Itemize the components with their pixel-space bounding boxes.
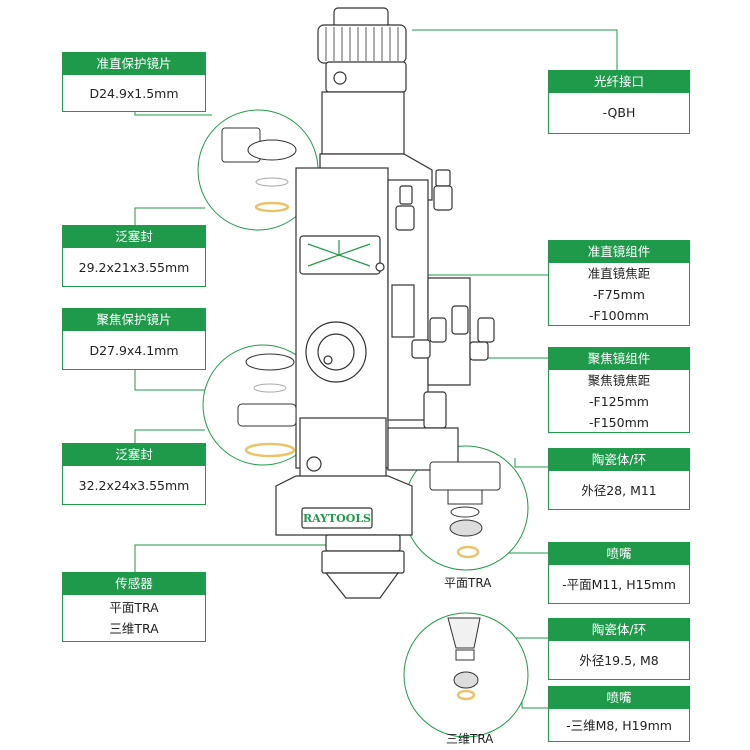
- callout-title: 泛塞封: [63, 444, 205, 466]
- fiber-tube: [321, 91, 405, 155]
- callout-line: D27.9x4.1mm: [89, 343, 179, 358]
- exploded-parts-3d-nozzle: [447, 617, 481, 701]
- leader-seal-top: [134, 207, 205, 225]
- air-fittings-mid: [411, 305, 495, 361]
- lock-knob: [306, 456, 322, 472]
- air-fittings-top: [395, 169, 453, 231]
- caption-flat-tra: 平面TRA: [444, 576, 492, 590]
- brand-label: RAYTOOLS: [303, 512, 371, 525]
- callout-line: -F100mm: [589, 308, 649, 323]
- callout-collimator-assembly: 准直镜组件 准直镜焦距 -F75mm -F100mm: [548, 240, 690, 326]
- leader-sensor: [134, 544, 343, 572]
- callout-ceramic-ring-2d: 陶瓷体/环 外径28, M11: [548, 448, 690, 510]
- focus-dial-hub: [323, 355, 333, 365]
- callout-nozzle-2d: 喷嘴 -平面M11, H15mm: [548, 542, 690, 604]
- callout-title: 聚焦镜组件: [549, 348, 689, 370]
- callout-line: 平面TRA: [109, 600, 159, 615]
- caption-3d-tra: 三维TRA: [446, 732, 494, 746]
- callout-line: 29.2x21x3.55mm: [78, 260, 190, 275]
- callout-title: 喷嘴: [549, 543, 689, 565]
- fiber-lock-knob: [333, 71, 347, 85]
- callout-title: 喷嘴: [549, 687, 689, 709]
- callout-ceramic-ring-3d: 陶瓷体/环 外径19.5, M8: [548, 618, 690, 680]
- fiber-knurl-ring: [317, 24, 407, 64]
- callout-line: -QBH: [602, 105, 636, 120]
- label-plate: [391, 284, 415, 338]
- leader-fiber: [412, 29, 618, 72]
- callout-sensor: 传感器 平面TRA 三维TRA: [62, 572, 206, 642]
- callout-focus-assembly: 聚焦镜组件 聚焦镜焦距 -F125mm -F150mm: [548, 347, 690, 433]
- callout-seal-top: 泛塞封 29.2x21x3.55mm: [62, 225, 206, 287]
- callout-line: 外径28, M11: [581, 483, 657, 498]
- nozzle-body: [321, 550, 405, 574]
- knurl-lines: [325, 27, 399, 61]
- exploded-parts-collimator: [221, 127, 297, 213]
- callout-title: 光纤接口: [549, 71, 689, 93]
- brand-plate: [301, 507, 373, 529]
- callout-line: 三维TRA: [109, 621, 159, 636]
- callout-line: -F75mm: [593, 287, 645, 302]
- adjust-screw: [375, 262, 385, 272]
- callout-line: 准直镜焦距: [587, 266, 651, 281]
- nozzle-tip: [324, 572, 400, 599]
- callout-line: -三维M8, H19mm: [566, 718, 672, 733]
- callout-line: 外径19.5, M8: [579, 653, 659, 668]
- callout-focus-protective-lens: 聚焦保护镜片 D27.9x4.1mm: [62, 308, 206, 370]
- laser-head-body: [275, 7, 495, 599]
- callout-line: -F150mm: [589, 415, 649, 430]
- callout-line: D24.9x1.5mm: [89, 86, 179, 101]
- callout-line: 32.2x24x3.55mm: [78, 478, 190, 493]
- callout-line: 聚焦镜焦距: [587, 373, 651, 388]
- collimator-symbol: [307, 240, 371, 267]
- callout-line: -平面M11, H15mm: [562, 577, 676, 592]
- callout-seal-bottom: 泛塞封 32.2x24x3.55mm: [62, 443, 206, 505]
- leader-focus-protective-lens: [134, 370, 210, 391]
- callout-fiber-interface: 光纤接口 -QBH: [548, 70, 690, 134]
- exploded-parts-focus: [237, 353, 297, 458]
- callout-title: 陶瓷体/环: [549, 619, 689, 641]
- callout-nozzle-3d: 喷嘴 -三维M8, H19mm: [548, 686, 690, 742]
- exploded-parts-2d-nozzle: [429, 461, 501, 559]
- leader-ceramic-2d: [514, 458, 548, 468]
- fitting-lower: [423, 391, 447, 429]
- callout-title: 陶瓷体/环: [549, 449, 689, 471]
- callout-title: 准直保护镜片: [63, 53, 205, 75]
- focus-dial-inner: [317, 333, 355, 371]
- callout-title: 泛塞封: [63, 226, 205, 248]
- callout-collimator-protective-lens: 准直保护镜片 D24.9x1.5mm: [62, 52, 206, 112]
- callout-title: 聚焦保护镜片: [63, 309, 205, 331]
- leader-seal-bottom: [134, 429, 205, 445]
- callout-title: 准直镜组件: [549, 241, 689, 263]
- callout-line: -F125mm: [589, 394, 649, 409]
- callout-title: 传感器: [63, 573, 205, 595]
- nozzle-collar: [325, 534, 401, 552]
